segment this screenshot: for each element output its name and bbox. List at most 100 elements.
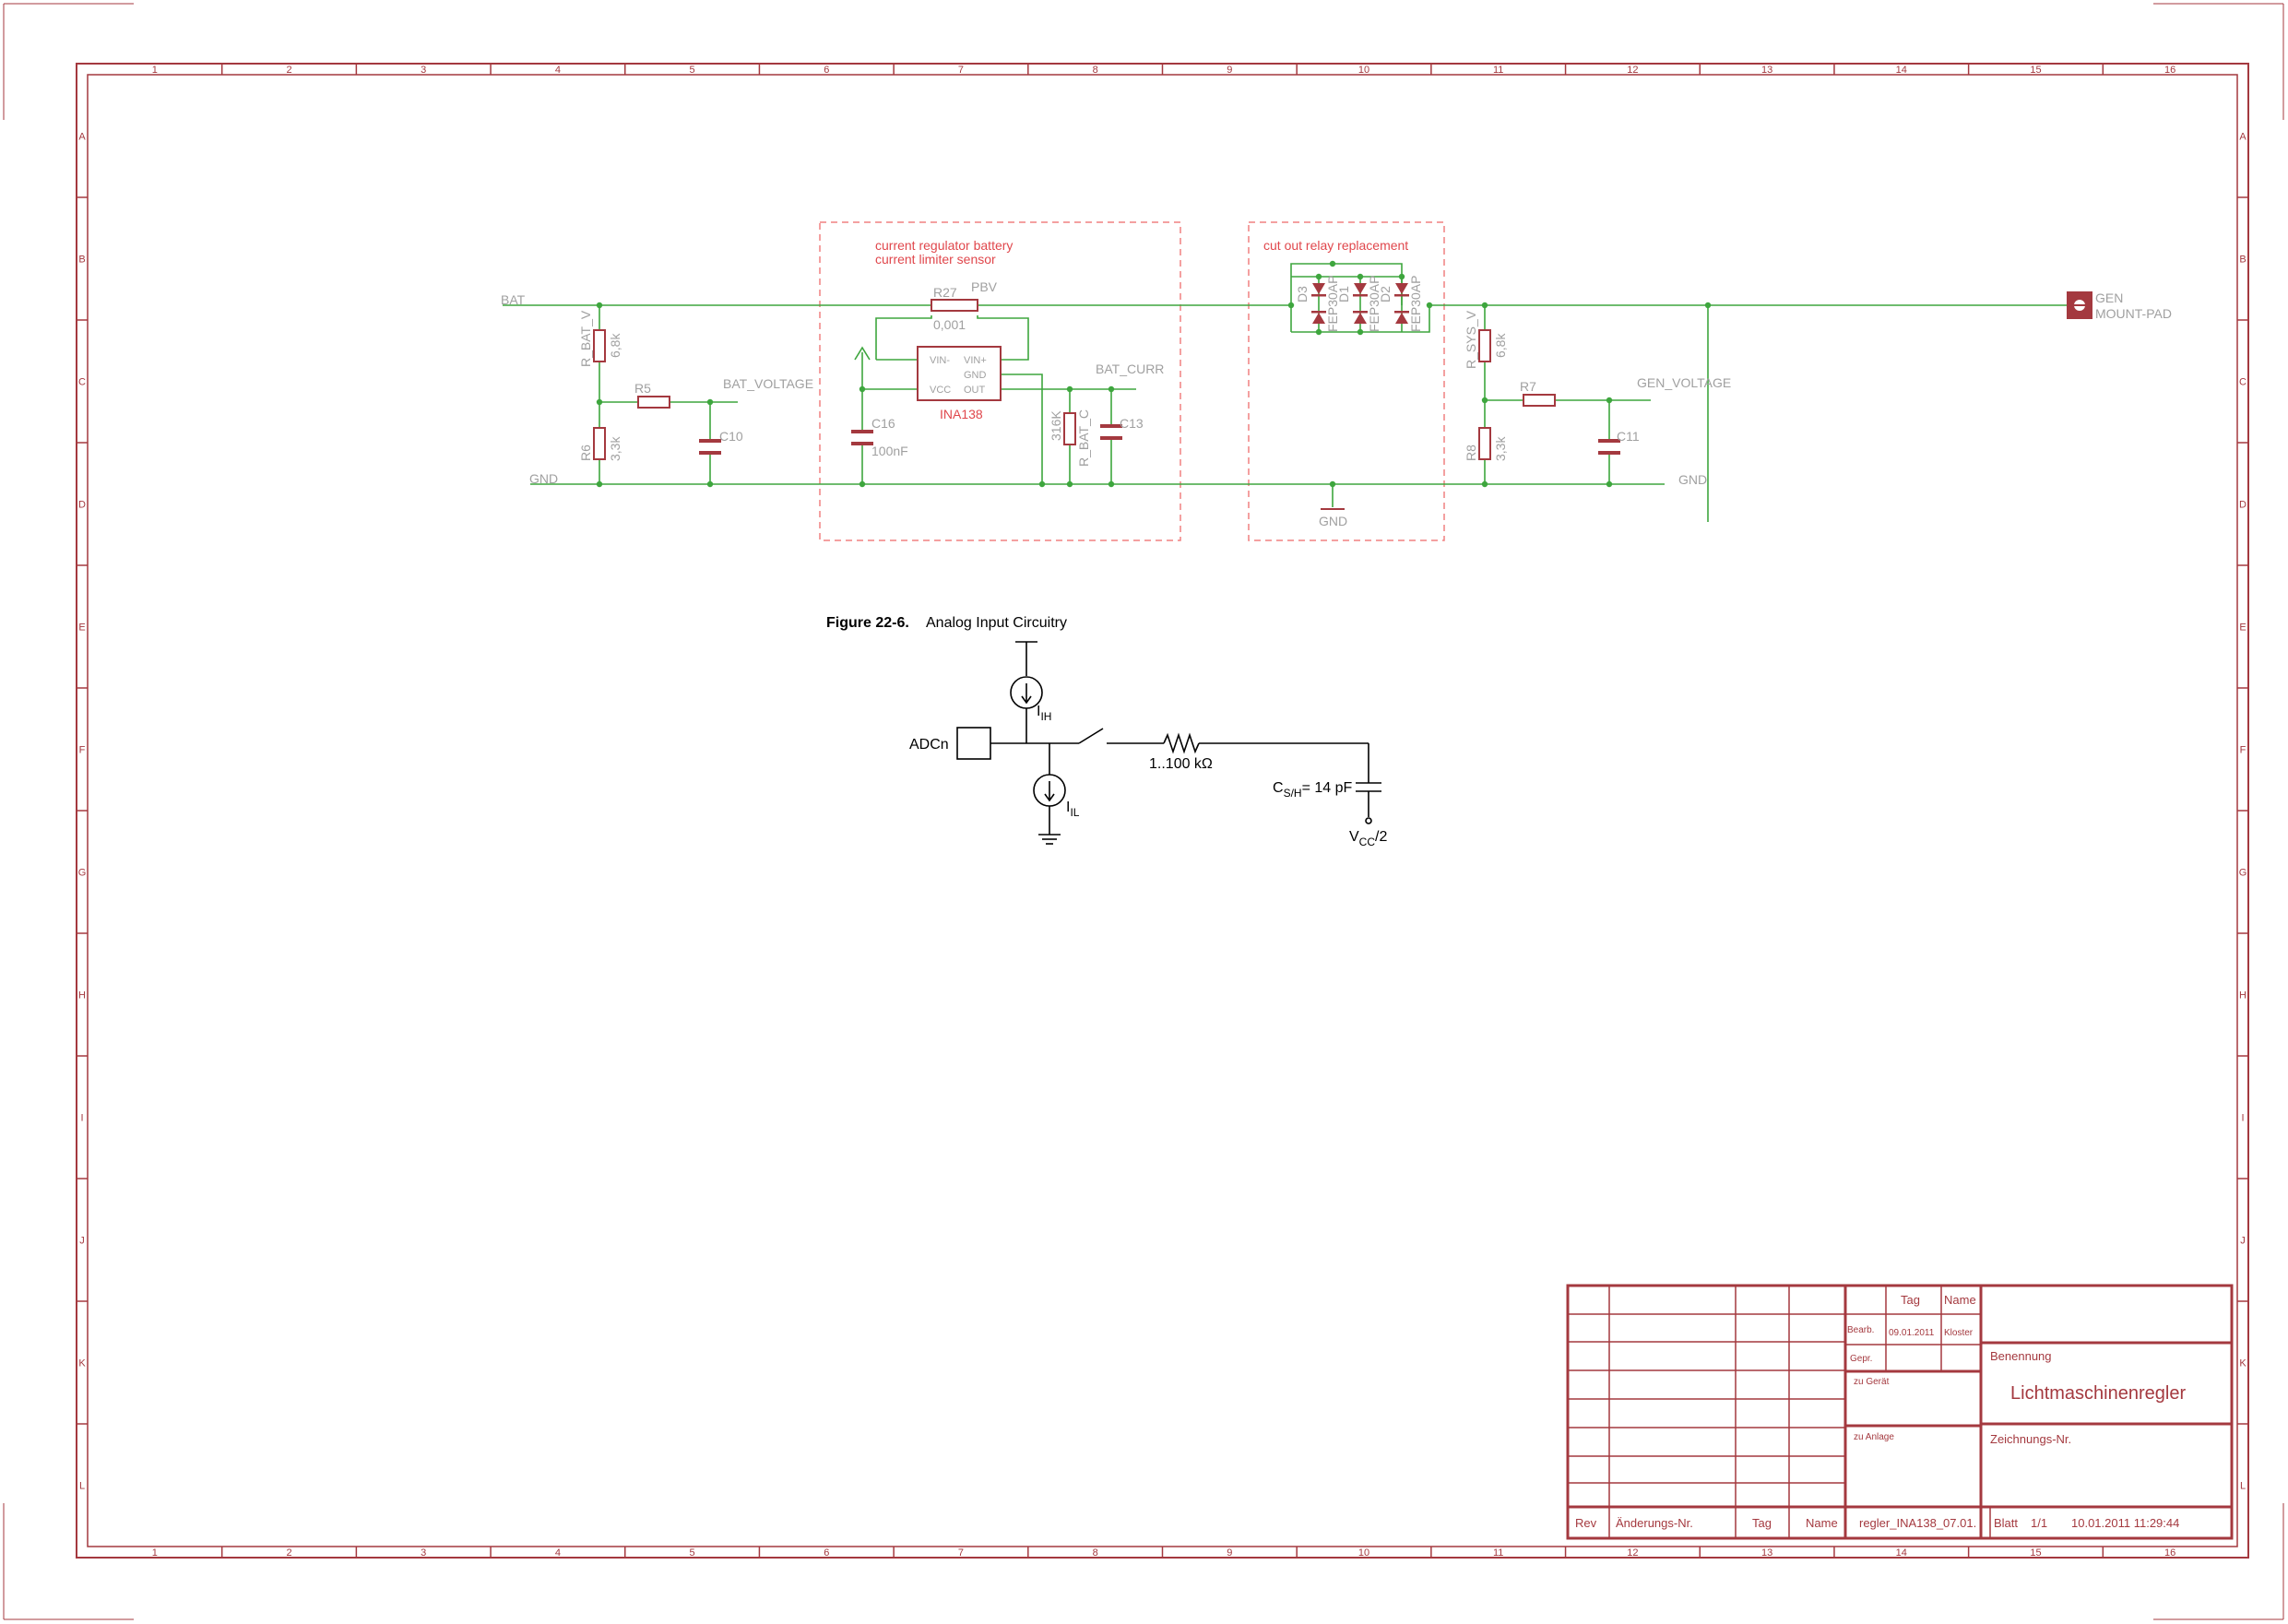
ina-pin-out: OUT	[964, 385, 986, 396]
relay-region	[1248, 221, 1445, 541]
column-label-top: 5	[690, 65, 695, 76]
tb-file: regler_INA138_07.01.	[1859, 1516, 1976, 1530]
resistor-r7: R7	[1520, 379, 1556, 407]
resistor-r27: R27 0,001	[931, 285, 978, 332]
row-label-right: D	[2239, 500, 2247, 511]
vcc-half-label: VCC/2	[1349, 829, 1387, 848]
d1-value: FEP30AP	[1367, 276, 1381, 332]
column-label-bottom: 10	[1358, 1547, 1369, 1559]
column-label-bottom: 9	[1227, 1547, 1232, 1559]
drawing-frame: 1122334455667788991010111112121313141415…	[76, 63, 2249, 1559]
column-label-bottom: 1	[152, 1547, 158, 1559]
row-label-left: K	[78, 1358, 86, 1369]
resistor-label: 1..100 kΩ	[1149, 756, 1213, 772]
r-sys-v-name: R_SYS_V	[1464, 310, 1478, 369]
gen-mount-pad: GEN MOUNT-PAD	[2067, 290, 2172, 321]
r-bat-v-name: R_BAT_V	[578, 310, 593, 367]
row-label-right: J	[2240, 1236, 2246, 1247]
gen-value: MOUNT-PAD	[2095, 306, 2172, 321]
column-label-bottom: 5	[690, 1547, 695, 1559]
junctions	[596, 260, 1712, 488]
csh-label: CS/H= 14 pF	[1273, 780, 1353, 800]
r-bat-v-value: 6,8k	[608, 333, 622, 358]
gnd-symbol-label: GND	[1319, 514, 1347, 528]
capacitor-c13: C13	[1100, 416, 1144, 440]
column-label-bottom: 13	[1761, 1547, 1772, 1559]
column-label-top: 11	[1493, 65, 1503, 76]
adcn-pin	[956, 727, 991, 760]
row-label-right: H	[2239, 990, 2247, 1002]
iih-label: IIH	[1037, 704, 1051, 723]
row-label-right: F	[2240, 745, 2247, 756]
column-label-top: 6	[824, 65, 829, 76]
net-bat-voltage: BAT_VOLTAGE	[723, 376, 813, 391]
tb-bearb-name: Kloster	[1944, 1328, 1974, 1338]
crop-marks	[3, 3, 2284, 1620]
column-label-top: 12	[1627, 65, 1638, 76]
net-gnd-right: GND	[1678, 472, 1707, 487]
tb-rev: Rev	[1575, 1516, 1597, 1530]
resistor-r5: R5	[634, 381, 670, 409]
tb-aenderungs-nr: Änderungs-Nr.	[1616, 1516, 1693, 1530]
figure-analog-input: Figure 22-6. Analog Input Circuitry IIH …	[826, 615, 1387, 848]
column-label-bottom: 8	[1093, 1547, 1098, 1559]
current-region-label-1: current regulator battery	[875, 238, 1013, 253]
column-label-top: 14	[1896, 65, 1907, 76]
column-label-bottom: 16	[2164, 1547, 2175, 1559]
column-label-top: 3	[421, 65, 426, 76]
tb-bearb-date: 09.01.2011	[1889, 1328, 1935, 1338]
r-sys-v-value: 6,8k	[1493, 333, 1508, 358]
net-bat-curr: BAT_CURR	[1096, 362, 1164, 376]
tb-blatt: Blatt	[1994, 1516, 2018, 1530]
resistor-r-bat-v: R_BAT_V 6,8k	[578, 310, 622, 367]
column-label-bottom: 2	[286, 1547, 291, 1559]
resistor-r6: R6 3,3k	[578, 427, 622, 461]
capacitor-c11: C11	[1598, 429, 1640, 455]
column-label-top: 9	[1227, 65, 1232, 76]
relay-region-label: cut out relay replacement	[1263, 238, 1408, 253]
ina-pin-vin-plus: VIN+	[964, 355, 987, 366]
resistor-r-bat-c: 316K R_BAT_C	[1049, 409, 1091, 467]
row-label-left: B	[78, 255, 85, 266]
tb-name: Name	[1944, 1293, 1976, 1307]
column-label-top: 1	[152, 65, 158, 76]
net-gen-voltage: GEN_VOLTAGE	[1637, 375, 1731, 390]
column-label-bottom: 7	[958, 1547, 964, 1559]
row-label-left: L	[79, 1481, 85, 1492]
gen-name: GEN	[2095, 290, 2123, 305]
net-pbv: PBV	[971, 279, 998, 294]
ina-pin-gnd: GND	[964, 370, 987, 381]
net-gnd-left: GND	[529, 471, 558, 486]
r8-name: R8	[1464, 445, 1478, 461]
c10-name: C10	[719, 429, 743, 444]
column-label-top: 2	[286, 65, 291, 76]
title-block: Tag Name Bearb. 09.01.2011 Kloster Gepr.…	[1566, 1284, 2234, 1540]
ina-name: INA138	[940, 407, 983, 421]
d2-value: FEP30AP	[1408, 276, 1423, 332]
ina-pin-vin-minus: VIN-	[930, 355, 950, 366]
c13-name: C13	[1120, 416, 1144, 431]
row-label-right: G	[2239, 868, 2247, 879]
column-label-bottom: 12	[1627, 1547, 1638, 1559]
iil-label: IIL	[1066, 800, 1080, 819]
column-label-top: 8	[1093, 65, 1098, 76]
c16-value: 100nF	[871, 444, 908, 458]
gnd-symbol: GND	[1319, 508, 1347, 528]
tb-title: Lichtmaschinenregler	[2010, 1383, 2186, 1404]
frame-ticks	[77, 64, 2248, 1558]
row-label-left: C	[78, 377, 86, 388]
r7-name: R7	[1520, 379, 1536, 394]
r6-value: 3,3k	[608, 436, 622, 461]
adcn-label: ADCn	[909, 737, 949, 753]
r8-value: 3,3k	[1493, 436, 1508, 461]
row-label-right: I	[2241, 1113, 2244, 1124]
capacitor-c10: C10	[699, 429, 743, 455]
column-label-top: 7	[958, 65, 964, 76]
row-label-right: L	[2240, 1481, 2246, 1492]
column-label-top: 15	[2030, 65, 2041, 76]
row-label-left: F	[79, 745, 86, 756]
row-label-left: D	[78, 500, 86, 511]
row-label-left: J	[79, 1236, 85, 1247]
column-label-bottom: 4	[555, 1547, 561, 1559]
